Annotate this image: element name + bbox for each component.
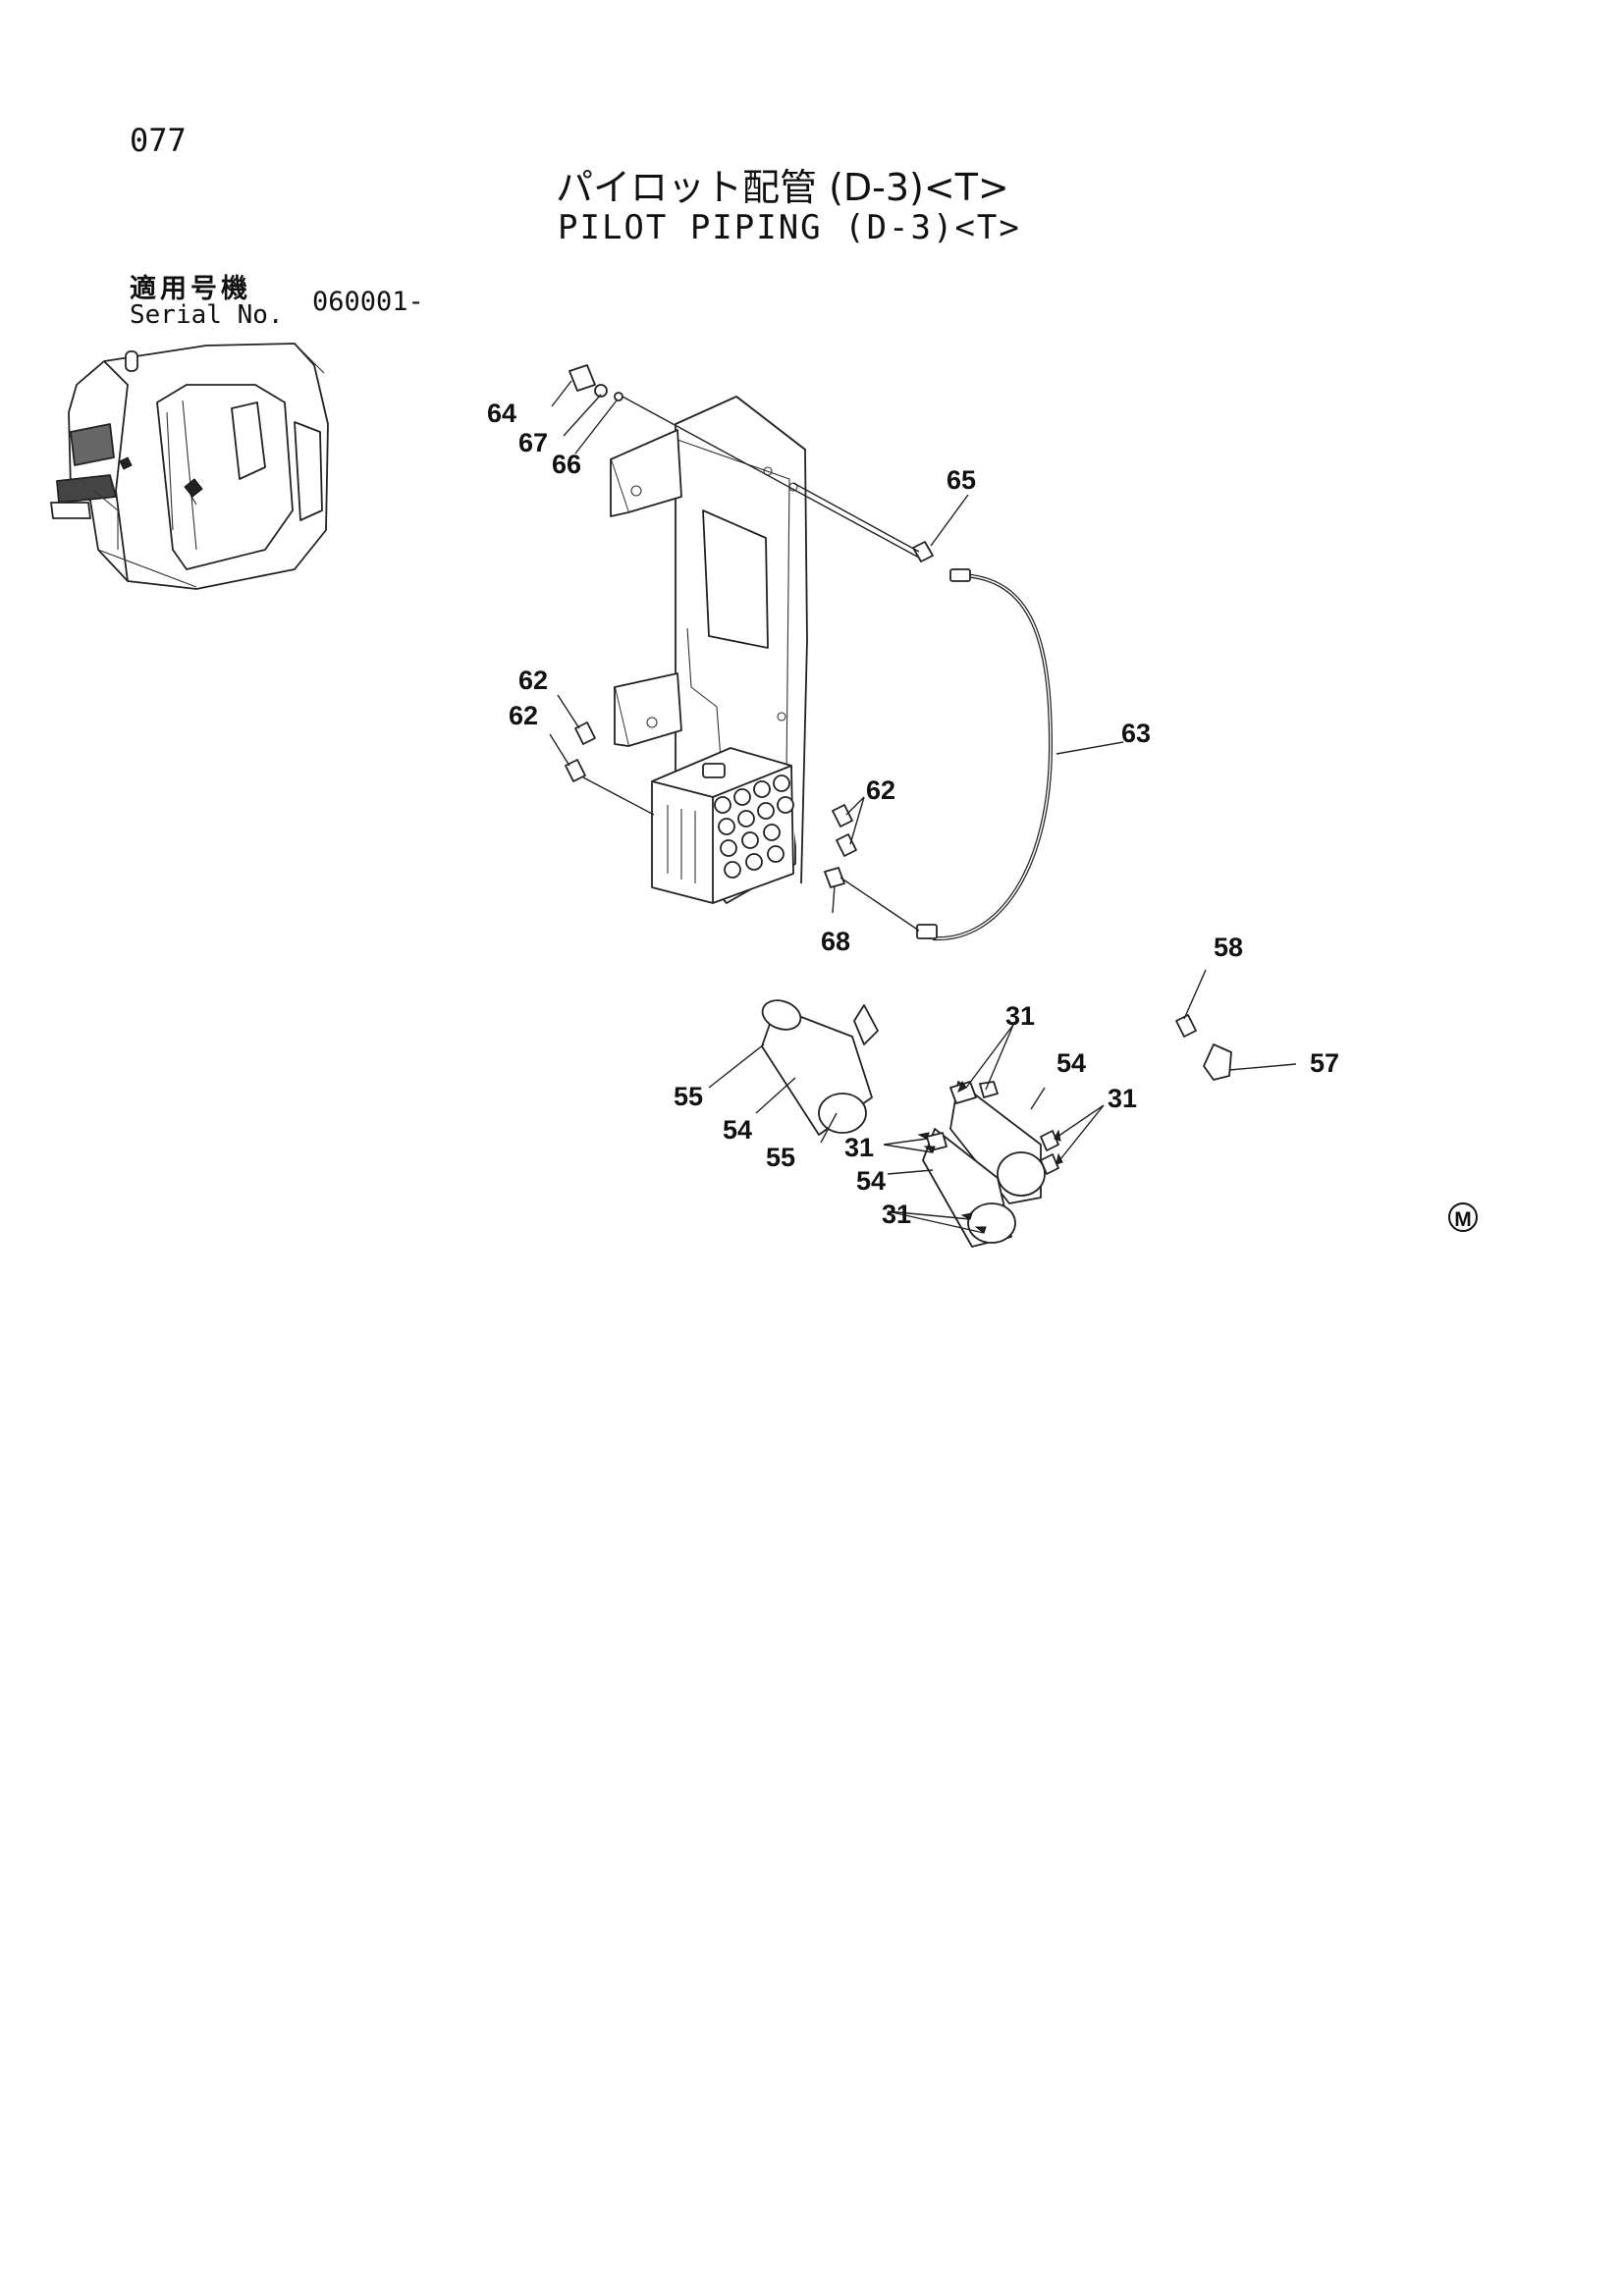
callout-65: 65 (947, 465, 976, 495)
callout-55-left: 55 (674, 1082, 703, 1111)
callout-64: 64 (487, 399, 516, 428)
callout-54-right: 54 (1056, 1048, 1086, 1078)
pilot-valve-block (651, 747, 794, 904)
page-title-japanese: パイロット配管 (D-3)<T> (556, 166, 1009, 209)
callout-68: 68 (821, 927, 850, 956)
hose-assembly-left (761, 999, 879, 1136)
callout-31-top: 31 (1005, 1001, 1035, 1031)
callout-54-lower: 54 (856, 1166, 886, 1196)
page-number: 077 (130, 122, 187, 159)
m-mark-icon: M (1448, 1202, 1478, 1232)
callout-63: 63 (1121, 719, 1151, 748)
page-title-english: PILOT PIPING (D-3)<T> (558, 208, 1021, 247)
m-mark-label: M (1454, 1208, 1472, 1231)
callout-67: 67 (518, 428, 548, 457)
leader-lines (549, 380, 1297, 1234)
callout-31-left: 31 (844, 1133, 874, 1162)
serial-label-english: Serial No. (130, 300, 284, 330)
callout-55-lower: 55 (766, 1143, 795, 1172)
callout-62-upper: 62 (518, 666, 548, 695)
serial-label-japanese: 適用号機 (130, 274, 251, 304)
callout-58: 58 (1214, 933, 1243, 962)
hose-assembly-right (922, 1081, 1059, 1248)
fittings (565, 364, 1232, 1081)
callout-62-lower: 62 (509, 701, 538, 730)
pilot-hose (916, 568, 1054, 941)
callout-54-left: 54 (723, 1115, 752, 1145)
callout-31-right: 31 (1108, 1084, 1137, 1113)
callout-66: 66 (552, 450, 581, 479)
callout-57: 57 (1310, 1048, 1339, 1078)
excavator-cab-icon (50, 343, 329, 590)
callout-31-bottom: 31 (882, 1200, 911, 1229)
serial-range: 060001- (312, 287, 424, 317)
callout-labels: 64 67 66 65 62 62 62 63 68 58 57 55 54 5… (487, 399, 1339, 1229)
callout-62-right: 62 (866, 775, 895, 805)
